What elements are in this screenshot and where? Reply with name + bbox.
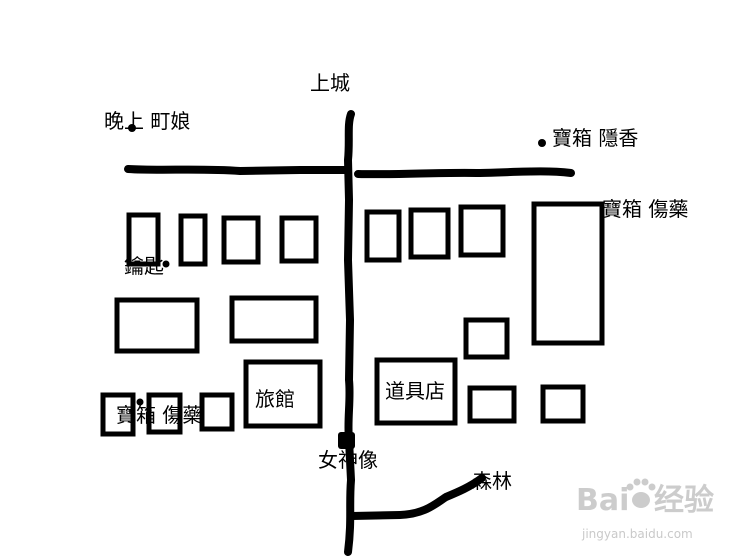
house-west-2 (178, 213, 208, 267)
watermark: Bai 经验 jingyan.baidu.com (576, 478, 714, 541)
label-item-shop: 道具店 (385, 379, 445, 403)
house-west-9 (199, 392, 235, 432)
chest-potion-west-dot (136, 398, 144, 406)
goddess-statue-marker (338, 432, 355, 449)
west-cross-street (124, 165, 350, 175)
house-west-3 (221, 215, 261, 265)
label-night-girl: 晚上 町娘 (104, 109, 190, 133)
key-dot (162, 260, 170, 268)
house-east-2 (408, 207, 451, 260)
house-east-3 (458, 204, 506, 258)
watermark-brand: Bai (576, 483, 629, 518)
buildings (100, 201, 605, 437)
house-east-5 (467, 385, 517, 424)
chest-incense-dot (538, 139, 546, 147)
house-east-6 (540, 384, 586, 424)
east-cross-street (354, 167, 575, 179)
paw-print-icon (626, 478, 656, 508)
house-west-4 (279, 215, 319, 264)
label-key: 鑰匙 (124, 254, 164, 278)
main-street-north-south (344, 110, 355, 556)
house-east-4 (463, 317, 510, 360)
label-chest-incense: 寶箱 隱香 (552, 126, 638, 150)
house-west-7 (100, 392, 136, 437)
label-upper-city: 上城 (310, 71, 350, 95)
house-east-1 (364, 209, 402, 263)
markers (128, 124, 546, 449)
house-west-5 (114, 297, 200, 354)
warehouse-east (531, 201, 605, 346)
house-west-8 (146, 392, 183, 435)
house-west-6 (229, 295, 319, 344)
night-girl-dot (128, 124, 136, 132)
label-forest: 森林 (472, 469, 512, 493)
house-west-1 (126, 212, 161, 267)
label-chest-potion-west: 寶箱 傷藥 (116, 403, 202, 427)
label-goddess-statue: 女神像 (318, 448, 378, 472)
watermark-url: jingyan.baidu.com (581, 527, 693, 541)
label-chest-potion-east: 寶箱 傷藥 (602, 197, 688, 221)
labels: 上城 晚上 町娘 寶箱 隱香 寶箱 傷藥 鑰匙 旅館 道具店 寶箱 傷藥 女神像… (104, 71, 688, 493)
inn-building (243, 359, 323, 429)
item-shop-building (374, 357, 458, 426)
label-inn: 旅館 (255, 387, 295, 411)
watermark-brand-tail: 经验 (654, 483, 714, 518)
roads (124, 110, 575, 556)
forest-road (348, 474, 486, 520)
